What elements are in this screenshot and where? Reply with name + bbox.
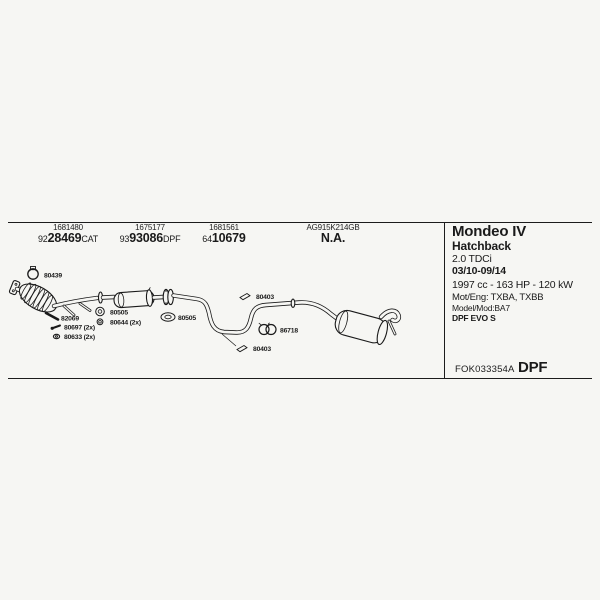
part-number: 6410679: [174, 232, 274, 246]
nut-icon: [96, 318, 104, 326]
part-label-gasket-ring: 80505: [110, 310, 128, 317]
part-number: 9228469CAT: [18, 232, 118, 246]
part-number-main: N.A.: [320, 231, 346, 245]
part-label-rear-clamp: 86718: [280, 328, 298, 335]
pipe-joint-ring: [290, 298, 296, 309]
part-number-column-dpf: 1675177 9393086DPF: [100, 223, 200, 246]
document-reference: FOK033354A: [455, 364, 515, 375]
front-clamp-icon: [27, 266, 39, 280]
gasket-ring-icon: [95, 306, 105, 317]
vehicle-model-code: Model/Mod:BA7: [452, 303, 510, 313]
part-number-prefix: 93: [119, 234, 130, 244]
part-label-spring-hanger: 82069: [61, 316, 79, 323]
part-number: N.A.: [283, 232, 383, 246]
part-number-suffix: DPF: [162, 234, 181, 244]
part-label-washer: 80633 (2x): [64, 334, 95, 341]
part-ref-secondary: 1681561: [209, 223, 239, 232]
bolt-icon: [50, 324, 61, 330]
rear-clamp-icon: [258, 322, 277, 336]
part-ref-secondary: 1675177: [135, 223, 165, 232]
gasket-oval-icon: [160, 312, 176, 322]
rear-muffler: [334, 309, 389, 346]
bottom-rule: [8, 378, 592, 379]
vehicle-motor-code: Mot/Eng: TXBA, TXBB: [452, 292, 544, 303]
part-number-prefix: 64: [202, 234, 212, 244]
part-number-main: 28469: [47, 231, 82, 245]
part-ref-secondary: 1681480: [53, 223, 83, 232]
part-number: 9393086DPF: [100, 232, 200, 246]
vehicle-system-note: DPF EVO S: [452, 313, 496, 323]
mid-flange: [162, 288, 174, 306]
part-label-bolt: 80697 (2x): [64, 325, 95, 332]
system-type-label: DPF: [518, 359, 548, 376]
spring-hanger-icon: [44, 311, 60, 321]
vehicle-years: 03/10-09/14: [452, 265, 506, 277]
panel-divider: [444, 222, 445, 378]
part-label-bracket-bottom: 80403: [253, 346, 271, 353]
part-label-front-clamp: 80439: [44, 273, 62, 280]
part-number-column-cat: 1681480 9228469CAT: [18, 223, 118, 246]
part-label-gasket-oval: 80505: [178, 315, 196, 322]
vehicle-body-style: Hatchback: [452, 239, 511, 253]
part-label-bracket-top: 80403: [256, 294, 274, 301]
part-number-main: 10679: [211, 231, 246, 245]
part-ref-secondary: AG915K214GB: [306, 223, 360, 232]
middle-pipe: [171, 293, 344, 335]
part-number-main: 93086: [129, 231, 163, 245]
part-number-column-rear: 1681561 6410679: [174, 223, 274, 246]
catalytic-converter: [18, 282, 58, 313]
vehicle-specs: 1997 cc - 163 HP - 120 kW: [452, 279, 573, 291]
part-label-nut: 80644 (2x): [110, 320, 141, 327]
dpf-cylinder: [113, 287, 155, 309]
leader-line: [221, 333, 237, 347]
vehicle-info-panel: Mondeo IV Hatchback 2.0 TDCi 03/10-09/14…: [452, 223, 592, 324]
part-number-column-oe: AG915K214GB N.A.: [283, 223, 383, 246]
top-rule: [8, 222, 592, 223]
vehicle-model: Mondeo IV: [452, 223, 527, 240]
bracket-icon-top: [239, 292, 251, 301]
vehicle-engine: 2.0 TDCi: [452, 253, 492, 265]
part-number-prefix: 92: [37, 234, 48, 244]
part-number-suffix: CAT: [81, 234, 99, 244]
washer-icon: [52, 333, 61, 340]
bracket-icon-bottom: [236, 344, 248, 353]
